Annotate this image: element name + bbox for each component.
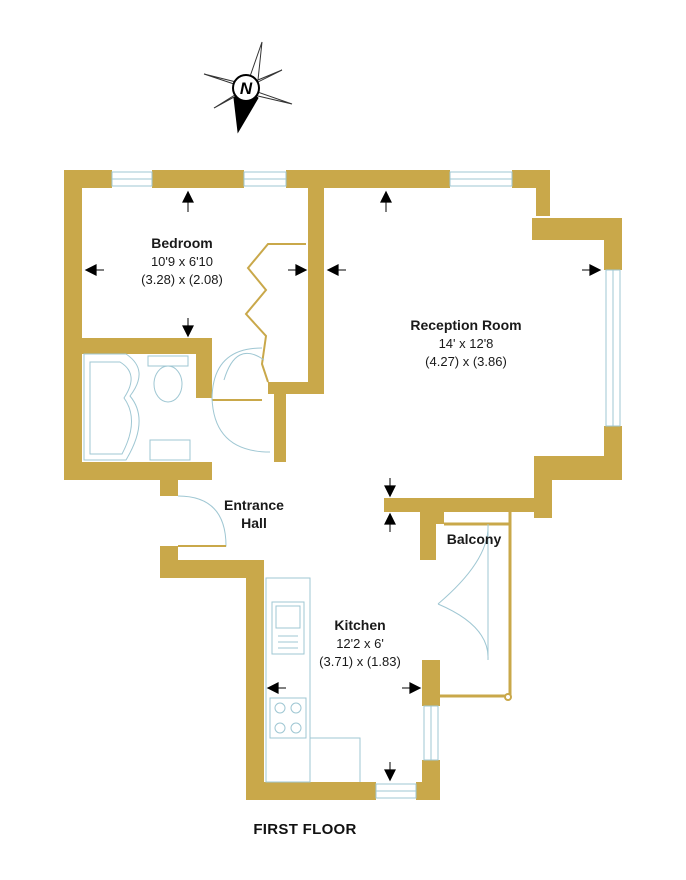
door-entrance bbox=[177, 495, 227, 547]
reception-name: Reception Room bbox=[410, 317, 521, 333]
doors bbox=[177, 243, 489, 661]
kitchen-name: Kitchen bbox=[334, 617, 385, 633]
room-label-balcony: Balcony bbox=[447, 531, 502, 547]
compass-north-label: N bbox=[240, 79, 253, 98]
toilet-cistern-icon bbox=[147, 355, 189, 367]
kitchen-dim-ft: 12'2 x 6' bbox=[336, 636, 384, 651]
bedroom-dim-ft: 10'9 x 6'10 bbox=[151, 254, 213, 269]
reception-dim-m: (4.27) x (3.86) bbox=[425, 354, 507, 369]
floor-label: FIRST FLOOR bbox=[253, 821, 356, 838]
balcony-name: Balcony bbox=[447, 531, 502, 547]
hall-name-line1: Entrance bbox=[224, 497, 284, 513]
hall-name-line2: Hall bbox=[241, 515, 267, 531]
bedroom-name: Bedroom bbox=[151, 235, 212, 251]
kitchen-dim-m: (3.71) x (1.83) bbox=[319, 654, 401, 669]
wardrobe-doors bbox=[244, 243, 306, 383]
kitchen-fixtures bbox=[265, 577, 361, 783]
balcony-outline bbox=[440, 512, 512, 701]
reception-dim-ft: 14' x 12'8 bbox=[439, 336, 494, 351]
dimension-arrows bbox=[84, 190, 602, 782]
room-label-bedroom: Bedroom 10'9 x 6'10 (3.28) x (2.08) bbox=[141, 235, 223, 287]
toilet-bowl-icon bbox=[153, 365, 183, 403]
bathroom-fixtures bbox=[83, 353, 191, 461]
windows bbox=[111, 171, 621, 799]
door-bedroom bbox=[223, 352, 265, 381]
room-label-kitchen: Kitchen 12'2 x 6' (3.71) x (1.83) bbox=[319, 617, 401, 669]
room-label-hall: Entrance Hall bbox=[224, 497, 284, 531]
bedroom-dim-m: (3.28) x (2.08) bbox=[141, 272, 223, 287]
hob-icon bbox=[269, 697, 307, 739]
door-bathroom bbox=[211, 347, 263, 401]
room-label-reception: Reception Room 14' x 12'8 (4.27) x (3.86… bbox=[410, 317, 521, 369]
walls bbox=[64, 170, 622, 800]
compass-rose-icon: N bbox=[203, 41, 293, 134]
